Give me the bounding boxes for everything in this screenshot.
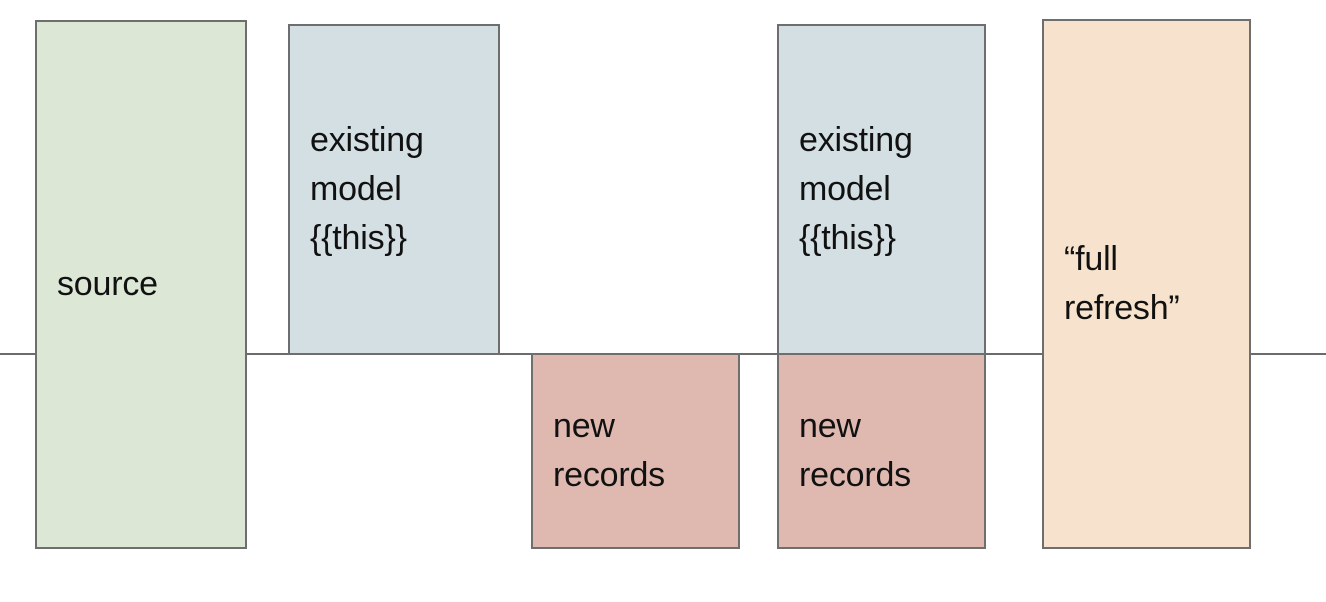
node-new-records-2[interactable]: new records	[777, 353, 986, 549]
node-full-refresh-label-line-2: refresh”	[1064, 289, 1180, 327]
node-existing-model-2[interactable]: existing model {{this}}	[777, 24, 986, 355]
node-existing-model-2-label-line-1: existing	[799, 121, 913, 159]
node-new-records-2-label-line-1: new	[799, 407, 861, 445]
node-existing-model-1-label-line-3: {{this}}	[310, 219, 407, 257]
node-existing-model-2-label-line-3: {{this}}	[799, 219, 896, 257]
node-source-label-line-1: source	[57, 265, 158, 303]
node-new-records-1-label-line-1: new	[553, 407, 615, 445]
node-full-refresh-label-line-1: “full	[1064, 240, 1118, 278]
node-existing-model-2-label-line-2: model	[799, 170, 891, 208]
node-source[interactable]: source	[35, 20, 247, 549]
node-existing-model-1-label-line-2: model	[310, 170, 402, 208]
node-new-records-1-label-line-2: records	[553, 456, 665, 494]
node-full-refresh[interactable]: “full refresh”	[1042, 19, 1251, 549]
node-new-records-1[interactable]: new records	[531, 353, 740, 549]
node-existing-model-1[interactable]: existing model {{this}}	[288, 24, 500, 355]
node-new-records-2-label-line-2: records	[799, 456, 911, 494]
node-existing-model-1-label-line-1: existing	[310, 121, 424, 159]
